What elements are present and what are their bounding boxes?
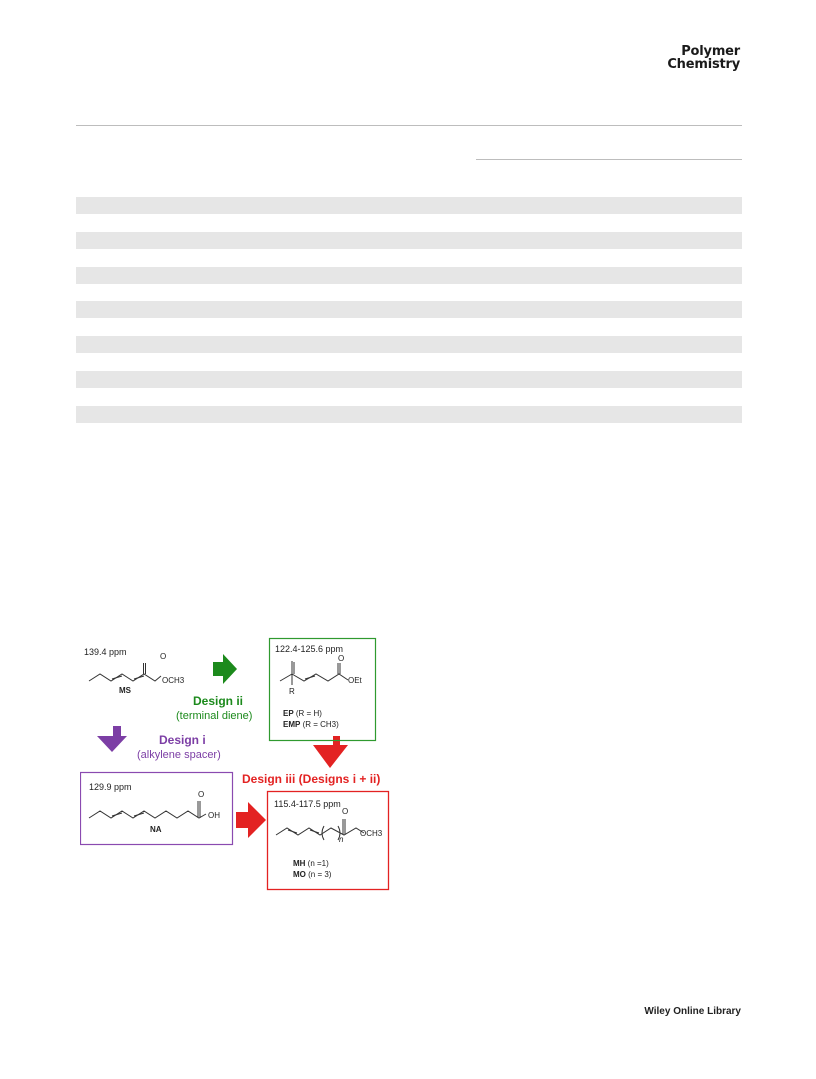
ep-structure [279,661,349,685]
design-i-title: Design i [159,733,206,747]
na-box [80,771,234,846]
mo-name: MO [293,870,306,879]
table-top-rule [76,125,742,126]
ep-condition: (R = H) [293,709,322,718]
design-ii-title: Design ii [193,694,244,708]
scheme-graphics [80,637,390,891]
ms-ppm: 139.4 ppm [84,647,127,657]
table-row-band [76,336,742,353]
design-i-arrow [97,726,127,752]
mh-name: MH [293,859,306,868]
table-row-band [76,197,742,214]
ep-label-line2: EMP (R = CH3) [283,720,339,729]
monomer-design-scheme: 139.4 ppm O OCH3 MS Design ii (terminal … [80,630,392,898]
mh-ester-label: OCH3 [360,829,383,838]
ep-carbonyl-o: O [338,654,345,663]
ms-structure [88,663,162,682]
table-subheader-rule [476,159,742,160]
table-row-band [76,371,742,388]
mh-carbonyl-o: O [342,807,349,816]
table-row-band [76,301,742,318]
design-i-subtitle: (alkylene spacer) [137,749,221,761]
ms-name: MS [119,686,131,695]
na-ppm: 129.9 ppm [89,782,132,792]
journal-name-line2: Chemistry [667,57,740,72]
ep-ppm: 122.4-125.6 ppm [275,644,344,654]
ep-label-line1: EP (R = H) [283,709,322,718]
design-iii-arrow-down [313,736,348,768]
table-row-band [76,406,742,423]
design-iii-title: Design iii (Designs i + ii) [242,772,381,786]
mh-condition: (n =1) [305,859,329,868]
mh-label-line1: MH (n =1) [293,859,329,868]
mh-box [266,790,390,891]
mh-ppm: 115.4-117.5 ppm [274,799,341,809]
design-ii-subtitle: (terminal diene) [176,710,253,722]
mh-structure [275,819,365,841]
na-name: NA [150,825,162,834]
mo-condition: (n = 3) [305,870,332,879]
publisher-footer: Wiley Online Library [644,1006,741,1017]
emp-name: EMP [283,720,301,729]
ep-substituent: R [289,687,295,696]
na-structure [88,801,207,819]
table-row-band [76,267,742,284]
table-row-band [76,232,742,249]
mh-index: n [339,835,344,844]
na-acid-label: OH [208,811,220,820]
emp-condition: (R = CH3) [300,720,339,729]
journal-name: Polymer Chemistry [667,45,740,71]
ms-carbonyl-o: O [160,652,167,661]
na-carbonyl-o: O [198,790,205,799]
journal-name-line1: Polymer [681,44,740,59]
ep-box [268,637,377,742]
design-ii-arrow [213,654,237,684]
ep-ester-label: OEt [348,676,362,685]
ms-ester-label: OCH3 [162,676,185,685]
ep-name: EP [283,709,294,718]
mh-label-line2: MO (n = 3) [293,870,331,879]
design-iii-arrow-right [236,802,266,838]
